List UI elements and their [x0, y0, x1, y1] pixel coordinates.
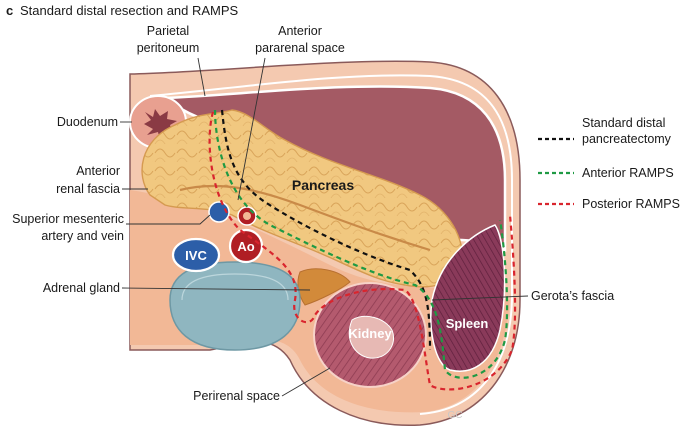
label-parietal-2: peritoneum [137, 41, 200, 55]
label-pararenal-2: pararenal space [255, 41, 345, 55]
label-sma-2: artery and vein [41, 229, 124, 243]
legend-label-standard-2: pancreatectomy [582, 132, 672, 146]
vertebra [169, 261, 301, 351]
legend: Standard distal pancreatectomy Anterior … [538, 116, 680, 211]
standard-distal-line [220, 109, 432, 351]
legend-item-standard: Standard distal pancreatectomy [538, 116, 672, 146]
label-pararenal-1: Anterior [278, 24, 322, 38]
leader-adrenal [121, 287, 311, 291]
kidney [313, 282, 427, 388]
external-labels: Parietal peritoneum Anterior pararenal s… [12, 24, 614, 403]
resection-lines [208, 109, 517, 391]
aorta-label: Ao [237, 239, 254, 254]
label-renal-fascia-1: Anterior [76, 164, 120, 178]
leader-gerota [431, 295, 529, 301]
label-adrenal: Adrenal gland [43, 281, 120, 295]
spleen [430, 224, 506, 372]
kidney-label: Kidney [348, 326, 392, 341]
legend-item-anterior: Anterior RAMPS [538, 166, 674, 180]
legend-item-posterior: Posterior RAMPS [538, 197, 680, 211]
spleen-label: Spleen [446, 316, 489, 331]
label-renal-fascia-2: renal fascia [56, 182, 120, 196]
label-gerota: Gerota’s fascia [531, 289, 614, 303]
label-parietal-1: Parietal [147, 24, 189, 38]
artist-signature: GC [448, 410, 463, 421]
panel-letter: c [6, 3, 13, 18]
leader-sma [126, 214, 211, 225]
legend-label-standard-1: Standard distal [582, 116, 665, 130]
parietal-peritoneum-line [149, 74, 513, 415]
figure-title: c Standard distal resection and RAMPS [6, 3, 239, 18]
legend-label-posterior: Posterior RAMPS [582, 197, 680, 211]
label-sma-1: Superior mesenteric [12, 212, 124, 226]
leader-parietal [197, 57, 206, 97]
leader-lines [120, 57, 529, 397]
leader-perirenal [281, 367, 331, 397]
body-cross-section: IVC Ao Pancreas Kidney Spleen GC [129, 60, 521, 426]
label-perirenal: Perirenal space [193, 389, 280, 403]
ivc: IVC [171, 237, 221, 273]
pancreas-label: Pancreas [292, 177, 354, 193]
pancreas [141, 109, 464, 288]
anterior-ramps-line [213, 109, 509, 379]
label-duodenum: Duodenum [57, 115, 118, 129]
aorta: Ao [228, 228, 264, 264]
ivc-label: IVC [185, 248, 207, 263]
legend-label-anterior: Anterior RAMPS [582, 166, 674, 180]
title-text: Standard distal resection and RAMPS [20, 3, 239, 18]
sma-smv [208, 201, 257, 226]
leader-pararenal [237, 57, 266, 201]
